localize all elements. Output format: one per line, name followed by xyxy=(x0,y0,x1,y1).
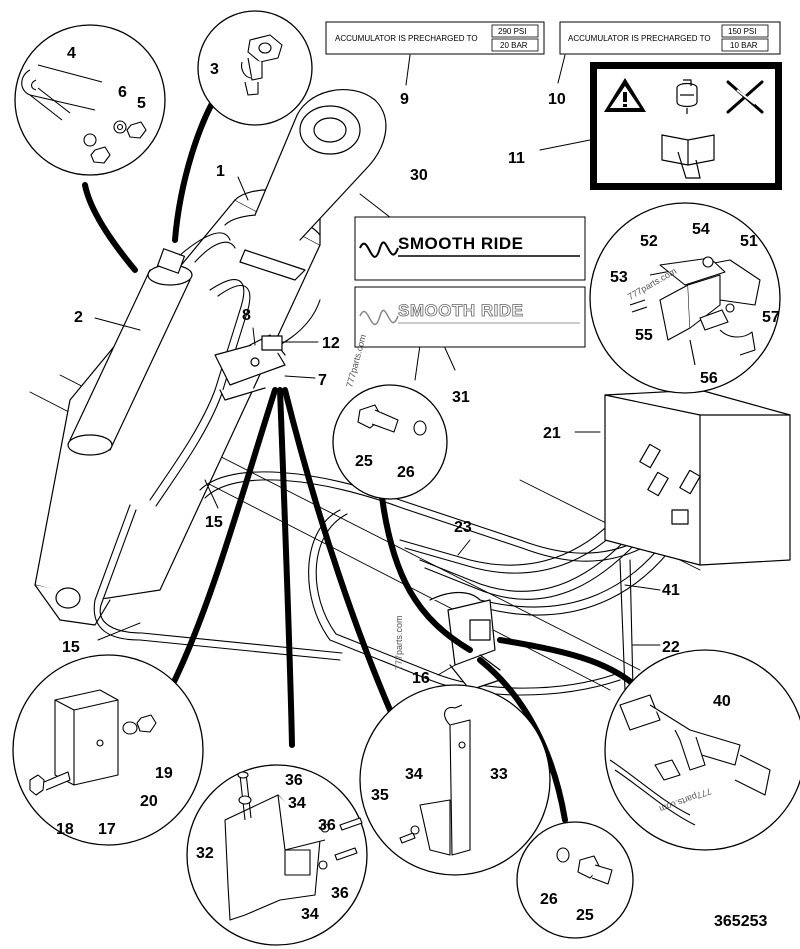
hydraulic-cylinder xyxy=(34,89,387,626)
callout-54: 54 xyxy=(692,221,710,238)
detail-circle-fitting-25-bottom xyxy=(516,821,634,939)
callout-4: 4 xyxy=(67,45,76,62)
callout-15-a: 15 xyxy=(205,514,223,531)
accumulator-decal-10: ACCUMULATOR IS PRECHARGED TO 150 PSI 10 … xyxy=(559,21,781,55)
tee-fitting-40 xyxy=(609,694,771,826)
callout-36-c: 36 xyxy=(331,885,349,902)
accumulator-decal-9: ACCUMULATOR IS PRECHARGED TO 290 PSI 20 … xyxy=(325,21,545,55)
fitting-25-top xyxy=(357,404,427,436)
watermark-valve: 777parts.com xyxy=(394,615,404,670)
callout-53: 53 xyxy=(610,269,628,286)
callout-17: 17 xyxy=(98,821,116,838)
callout-22: 22 xyxy=(662,639,680,656)
callout-33: 33 xyxy=(490,766,508,783)
manual-icon xyxy=(661,134,715,179)
callout-16: 16 xyxy=(412,670,430,687)
callout-57: 57 xyxy=(762,309,780,326)
accumulator-decal-10-bar: 10 BAR xyxy=(730,41,758,50)
callout-36-b: 36 xyxy=(318,817,336,834)
callout-36-a: 36 xyxy=(285,772,303,789)
accumulator-decal-10-text: ACCUMULATOR IS PRECHARGED TO xyxy=(568,34,711,43)
drawing-number: 365253 xyxy=(714,913,767,930)
callout-18: 18 xyxy=(56,821,74,838)
callout-52: 52 xyxy=(640,233,658,250)
callout-20: 20 xyxy=(140,793,158,810)
accumulator-decal-9-bar: 20 BAR xyxy=(500,41,528,50)
callout-5: 5 xyxy=(137,95,146,112)
bracket-assembly xyxy=(629,256,761,366)
plate-17 xyxy=(29,689,157,796)
callout-56: 56 xyxy=(700,370,718,387)
warning-decal-11 xyxy=(590,62,782,190)
callout-31: 31 xyxy=(452,389,470,406)
hydraulic-pipes xyxy=(93,232,699,696)
callout-labels: 1 2 3 4 5 6 7 8 9 10 11 12 15 15 16 17 1… xyxy=(56,45,780,930)
callout-11: 11 xyxy=(508,150,525,167)
callout-15-b: 15 xyxy=(62,639,80,656)
callout-51: 51 xyxy=(740,233,758,250)
callout-23: 23 xyxy=(454,519,472,536)
accumulator-icon xyxy=(676,79,698,114)
smooth-ride-dark-text: SMOOTH RIDE xyxy=(398,234,523,253)
callout-26-bottom: 26 xyxy=(540,891,558,908)
callout-34-c: 34 xyxy=(405,766,423,783)
detail-circle-fitting-25-top xyxy=(332,384,448,500)
callout-2: 2 xyxy=(74,309,83,326)
detail-circle-ubolt xyxy=(14,24,166,176)
callout-34-a: 34 xyxy=(288,795,306,812)
callout-1: 1 xyxy=(216,163,225,180)
callout-25-bottom: 25 xyxy=(576,907,594,924)
accumulator-decal-10-psi: 150 PSI xyxy=(728,27,756,36)
smooth-ride-light-text: SMOOTH RIDE xyxy=(398,301,523,320)
accumulator-decal-9-psi: 290 PSI xyxy=(498,27,526,36)
callout-55: 55 xyxy=(635,327,653,344)
callout-19: 19 xyxy=(155,765,173,782)
smooth-ride-decal-light: SMOOTH RIDE xyxy=(354,286,586,348)
callout-41: 41 xyxy=(662,582,680,599)
accumulator-decal-9-text: ACCUMULATOR IS PRECHARGED TO xyxy=(335,34,478,43)
callout-3: 3 xyxy=(210,61,219,78)
callout-9: 9 xyxy=(400,91,409,108)
callout-30: 30 xyxy=(410,167,428,184)
fitting-3 xyxy=(241,34,283,96)
callout-21: 21 xyxy=(543,425,561,442)
callout-35: 35 xyxy=(371,787,389,804)
accumulator xyxy=(67,248,193,456)
u-bolt xyxy=(21,64,147,164)
bracket-32 xyxy=(224,771,363,921)
watermark-decal: 777parts.com xyxy=(344,333,368,388)
callout-40: 40 xyxy=(713,693,731,710)
callout-7: 7 xyxy=(318,372,327,389)
fitting-25-bottom xyxy=(556,847,613,885)
valve-group xyxy=(214,334,286,401)
callout-10: 10 xyxy=(548,91,566,108)
callout-34-b: 34 xyxy=(301,906,319,923)
solenoid-valve xyxy=(429,591,501,691)
smooth-ride-decal-dark: SMOOTH RIDE xyxy=(354,216,586,281)
callout-26-top: 26 xyxy=(397,464,415,481)
callout-6: 6 xyxy=(118,84,127,101)
callout-12: 12 xyxy=(322,335,340,352)
bracket-33 xyxy=(399,704,471,856)
valve-block xyxy=(604,389,791,566)
callout-25-top: 25 xyxy=(355,453,373,470)
callout-8: 8 xyxy=(242,307,251,324)
callout-32: 32 xyxy=(196,845,214,862)
